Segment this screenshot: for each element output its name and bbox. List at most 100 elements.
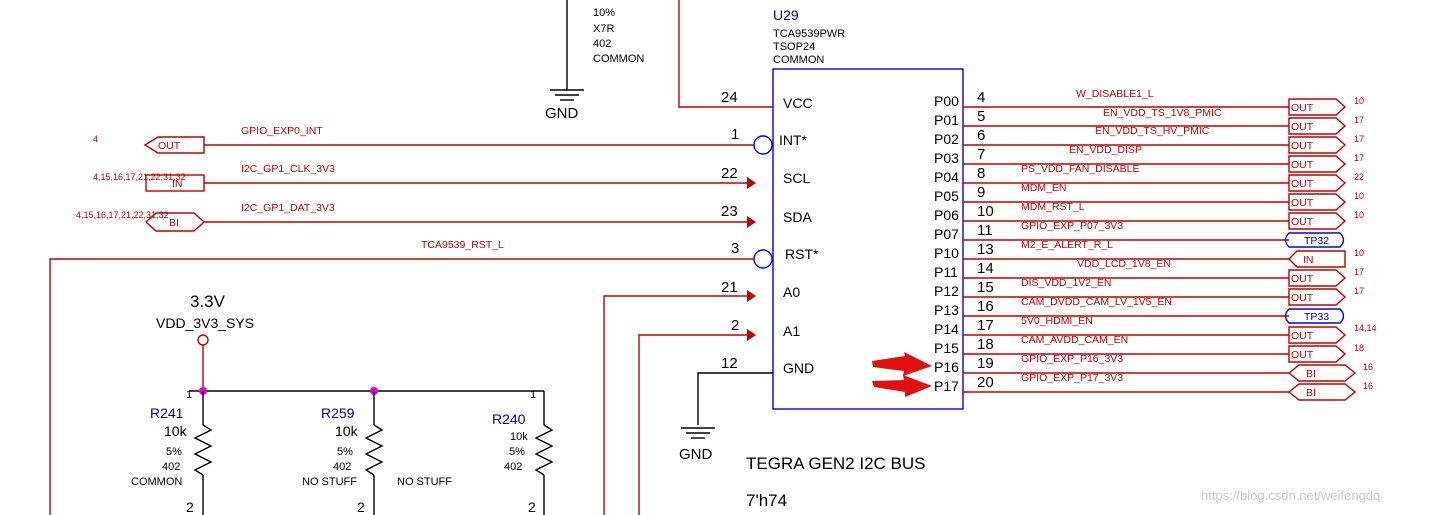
ref-p16: 18 [1354, 343, 1364, 353]
r259-size: 402 [333, 461, 351, 473]
r241-size: 402 [162, 461, 180, 473]
connector-out-p13[interactable]: OUT [1288, 288, 1347, 306]
connector-bi-p17-label: BI [1306, 387, 1316, 399]
a1-arrow-icon [747, 329, 756, 341]
pin-name-p14: P14 [934, 321, 959, 337]
chip-right-pin-numbers: 4 5 6 7 8 9 10 11 13 14 15 16 17 18 19 2… [977, 89, 994, 391]
ref-p02: 17 [1354, 134, 1364, 144]
connector-out-p12[interactable]: OUT [1288, 269, 1347, 287]
pin-name-scl: SCL [783, 170, 810, 186]
r241-value: 10k [164, 423, 188, 439]
right-net-labels: W_DISABLE1_L EN_VDD_TS_1V8_PMIC EN_VDD_T… [1021, 88, 1222, 384]
pin-num-p15: 18 [977, 336, 994, 353]
r259-pin-bot: 2 [357, 499, 365, 515]
net-p12: DIS_VDD_1V2_EN [1021, 277, 1111, 289]
net-p05: MDM_EN [1021, 182, 1067, 194]
net-p02: EN_VDD_TS_HV_PMIC [1095, 125, 1210, 137]
resistor-r259[interactable]: R259 10k 5% 402 NO STUFF 2 [302, 391, 384, 515]
pin-num-a0: 21 [721, 279, 738, 296]
net-p06: MDM_RST_L [1021, 201, 1085, 213]
pin-name-p03: P03 [934, 150, 959, 166]
net-p13: CAM_DVDD_CAM_LV_1V5_EN [1021, 296, 1172, 308]
right-sheet-refs: 10 17 17 17 22 10 10 10 17 17 14,14 18 1… [1354, 96, 1377, 391]
r241-note: COMMON [131, 476, 182, 488]
gnd-label-top: GND [545, 105, 579, 122]
int-bubble [753, 135, 773, 155]
pin-name-p13: P13 [934, 302, 959, 318]
chip-left-pin-numbers: 24 1 22 23 3 21 2 12 [721, 89, 739, 372]
connector-out-p16[interactable]: OUT [1288, 345, 1347, 363]
r241-pin-top: 1 [186, 389, 192, 401]
ref-p13: 17 [1354, 286, 1364, 296]
ref-p00: 10 [1354, 96, 1364, 106]
connector-bi-p16-label: BI [1306, 368, 1316, 380]
ground-symbol-bottom [681, 427, 715, 439]
pin-num-p04: 8 [977, 165, 985, 182]
pin-num-gnd: 12 [721, 355, 738, 372]
connector-out-int[interactable] [143, 136, 205, 154]
power-port-icon [197, 334, 209, 346]
connector-out-p03-label: OUT [1291, 159, 1314, 171]
r259-value: 10k [335, 423, 359, 439]
resistor-r241[interactable]: 1 R241 10k 5% 402 COMMON 2 [131, 389, 213, 515]
connector-out-p03[interactable]: OUT [1288, 155, 1347, 173]
pin-num-p05: 9 [977, 184, 985, 201]
ref-sda: 4,15,16,17,21,22,31,32 [76, 210, 169, 220]
ref-int: 4 [93, 134, 98, 144]
pin-name-p16: P16 [934, 359, 959, 375]
connector-out-p04[interactable]: OUT [1288, 174, 1347, 192]
connector-out-p00[interactable]: OUT [1288, 98, 1347, 116]
connector-out-p01[interactable]: OUT [1288, 117, 1347, 135]
resistor-r240[interactable]: 1 R240 10k 5% 402 2 [492, 389, 554, 515]
pin-num-p07: 11 [977, 222, 993, 239]
connector-bi-sda[interactable] [144, 212, 206, 232]
connector-out-p06[interactable]: OUT [1288, 212, 1347, 230]
r240-value: 10k [510, 431, 528, 443]
r259-ref: R259 [321, 405, 355, 421]
connector-out-p01-label: OUT [1291, 121, 1314, 133]
net-p00: W_DISABLE1_L [1076, 88, 1154, 100]
cap-group: COMMON [593, 53, 644, 65]
chip-group: COMMON [773, 54, 824, 66]
ref-p12: 17 [1354, 267, 1364, 277]
connector-bi-p17[interactable]: BI [1287, 383, 1357, 401]
pin-name-p10: P10 [934, 245, 959, 261]
connector-out-p00-label: OUT [1291, 102, 1314, 114]
rst-bubble [753, 249, 773, 269]
connector-in-p11[interactable]: IN [1288, 250, 1346, 268]
pin-name-p15: P15 [934, 340, 959, 356]
chip-u29[interactable]: U29 TCA9539PWR TSOP24 COMMON [772, 7, 964, 410]
net-p11: VDD_LCD_1V8_EN [1077, 258, 1171, 270]
ref-p01: 17 [1354, 115, 1364, 125]
net-p14: 5V0_HDMI_EN [1021, 315, 1093, 327]
chip-refdes: U29 [773, 7, 799, 23]
connector-out-p05[interactable]: OUT [1288, 193, 1347, 211]
connector-bi-p16[interactable]: BI [1287, 364, 1357, 382]
connector-out-int-label: OUT [158, 140, 181, 152]
ref-p16-bi: 16 [1363, 362, 1373, 372]
pin-num-p12: 15 [977, 279, 994, 296]
r241-pin-bot: 2 [186, 499, 194, 515]
connector-out-p13-label: OUT [1291, 292, 1314, 304]
connector-out-p05-label: OUT [1291, 197, 1314, 209]
connector-out-p15[interactable]: OUT [1288, 326, 1347, 344]
pin-name-p00: P00 [934, 93, 959, 109]
r240-tol: 5% [509, 446, 525, 458]
connector-out-p04-label: OUT [1291, 178, 1314, 190]
gnd-label-bottom: GND [679, 446, 713, 463]
pin-num-p13: 16 [977, 298, 994, 315]
pin-num-p01: 5 [977, 108, 985, 125]
r240-pin-top: 1 [530, 389, 536, 401]
red-arrow-icon-p16 [872, 352, 932, 376]
connector-in-scl[interactable] [145, 174, 205, 192]
testpoint-tp32[interactable]: TP32 [1284, 232, 1345, 248]
ref-p03: 17 [1354, 153, 1364, 163]
testpoint-tp33[interactable]: TP33 [1284, 308, 1345, 324]
ref-p04: 22 [1354, 172, 1364, 182]
chip-left-pin-markers [747, 135, 773, 341]
connector-out-p02[interactable]: OUT [1288, 136, 1347, 154]
ref-p05: 10 [1354, 191, 1364, 201]
pin-num-a1: 2 [731, 317, 739, 334]
net-p17: GPIO_EXP_P17_3V3 [1021, 372, 1123, 384]
